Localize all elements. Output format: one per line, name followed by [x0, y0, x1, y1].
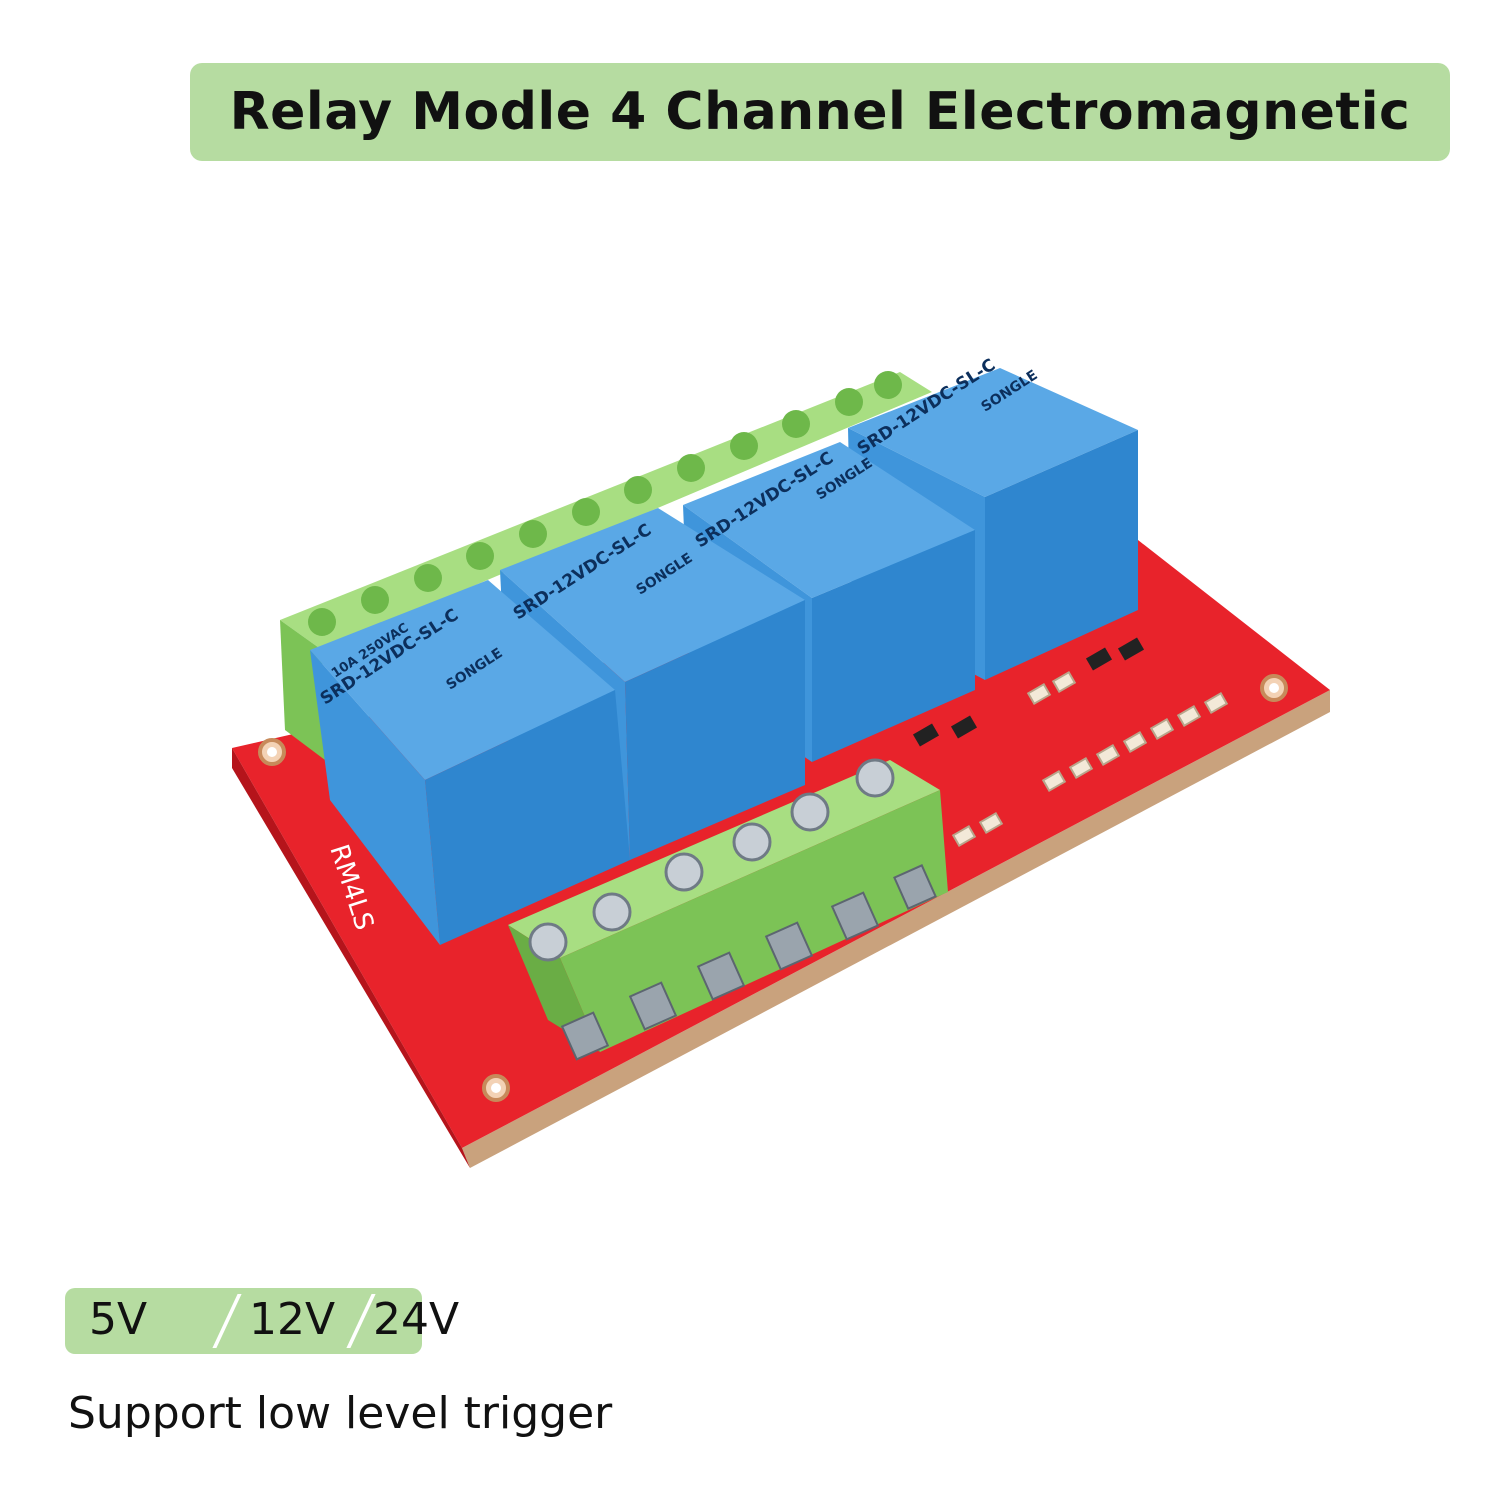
feature-text: Support low level trigger	[68, 1388, 613, 1439]
voltage-divider	[212, 1294, 242, 1348]
voltage-5v: 5V	[89, 1294, 148, 1345]
front-terminal-blocks	[508, 758, 948, 1061]
smd-components	[912, 637, 1229, 848]
relay-1	[310, 580, 630, 945]
voltage-divider	[346, 1294, 376, 1348]
page-title: Relay Modle 4 Channel Electromagnetic	[229, 82, 1411, 142]
title-banner: Relay Modle 4 Channel Electromagnetic	[190, 63, 1450, 161]
voltage-24v: 24V	[373, 1294, 460, 1345]
back-terminal-strip	[280, 371, 932, 760]
voltage-options: 5V 12V 24V	[65, 1288, 459, 1354]
voltage-12v: 12V	[249, 1294, 336, 1345]
